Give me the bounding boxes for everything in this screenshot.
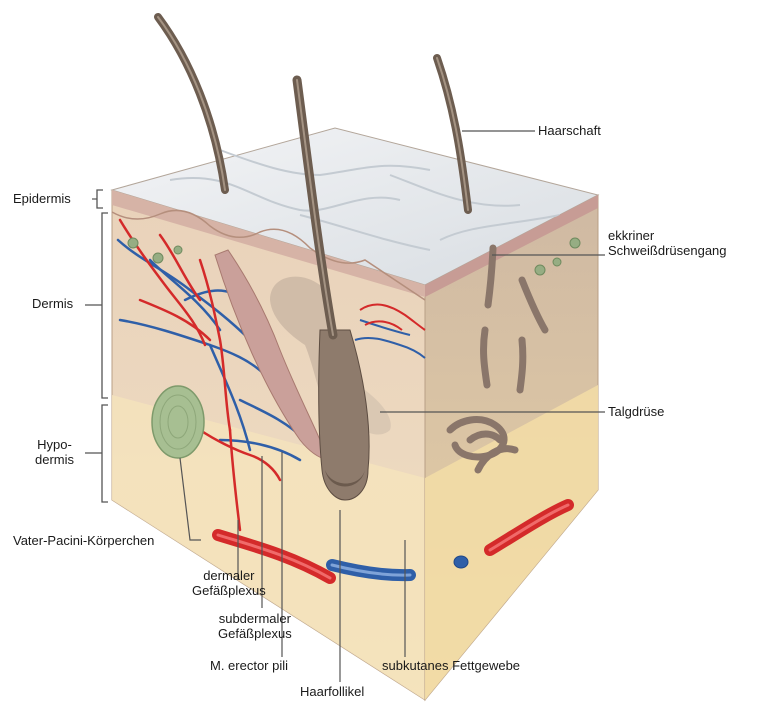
label-hypo-line2: dermis [35,452,74,467]
label-vater-pacini: Vater-Pacini-Körperchen [13,533,154,548]
label-dermaler-line2: Gefäßplexus [192,583,266,598]
label-dermaler-gefaessplexus: dermaler Gefäßplexus [192,568,266,598]
bracket-hypodermis [102,405,108,502]
label-ekkriner-schweissdruesengang: ekkriner Schweißdrüsengang [608,228,727,258]
label-talgdruese: Talgdrüse [608,404,664,419]
label-subkutanes-fettgewebe: subkutanes Fettgewebe [382,658,520,673]
label-dermis: Dermis [32,296,73,311]
label-haarfollikel: Haarfollikel [300,684,364,699]
layer-brackets [97,190,108,502]
bracket-epidermis [97,190,103,208]
label-ekkriner-line2: Schweißdrüsengang [608,243,727,258]
label-erector-pili: M. erector pili [210,658,288,673]
bracket-dermis [102,213,108,398]
label-hypo-line1: Hypo- [35,437,74,452]
label-epidermis: Epidermis [13,191,71,206]
label-subdermaler-line1: subdermaler [218,611,292,626]
label-hypodermis: Hypo- dermis [35,437,74,467]
label-dermaler-line1: dermaler [192,568,266,583]
label-subdermaler-gefaessplexus: subdermaler Gefäßplexus [218,611,292,641]
label-subdermaler-line2: Gefäßplexus [218,626,292,641]
label-haarschaft: Haarschaft [538,123,601,138]
label-ekkriner-line1: ekkriner [608,228,727,243]
